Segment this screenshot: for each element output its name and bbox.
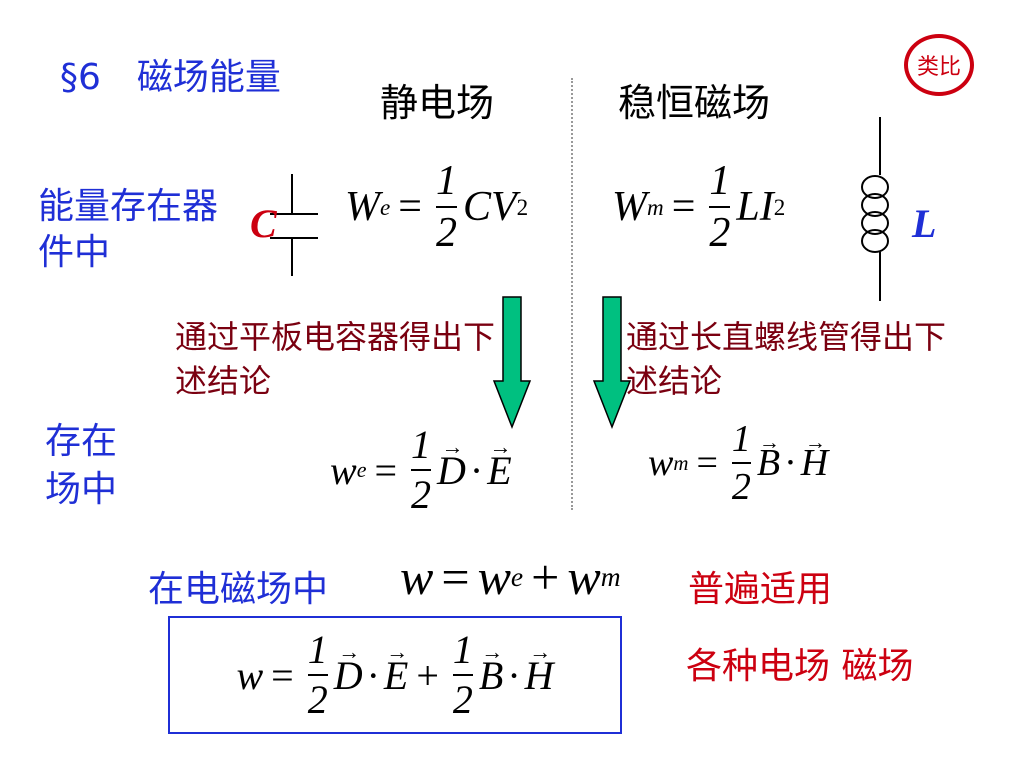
eq-subscript: e [510,561,524,592]
arrow-down-left-icon [492,296,532,430]
equation-electric-density: we = 1 2 D · E [330,425,512,515]
frac-den: 2 [435,210,457,256]
eq-dot: · [784,442,797,484]
analogy-badge-label: 类比 [916,55,961,80]
eq-power: 2 [773,193,786,220]
eq-dot: · [469,447,484,493]
label-universal: 普遍适用 [688,569,833,610]
vector-h: H [801,441,828,485]
eq-subscript: e [356,457,367,482]
vector-b: B [479,652,503,699]
vector-e: E [384,652,408,699]
frac-num: 1 [435,158,457,204]
eq-subscript: m [647,193,664,220]
eq-symbol: w [236,652,264,698]
column-header-electric: 静电场 [380,81,495,125]
general-formula-box: w = 1 2 D · E + 1 2 B · H [168,616,622,734]
section-title: §6 磁场能量 [60,57,281,98]
note-capacitor: 通过平板电容器得出下述结论 [175,318,496,400]
inductor-label: L [912,201,937,246]
eq-subscript: e [380,193,391,220]
vector-h: H [525,652,554,699]
eq-symbol: w [477,549,511,605]
vector-d: D [334,652,363,699]
inductor-symbol [861,117,889,301]
column-header-magnetic: 稳恒磁场 [618,81,771,125]
frac-den: 2 [731,466,751,508]
equation-magnetic-density: wm = 1 2 B · H [648,420,828,506]
capacitor-label: C [250,201,277,246]
eq-dot: · [507,652,521,698]
eq-symbol: W [612,184,647,230]
frac-num: 1 [709,158,731,204]
eq-symbol: w [330,447,357,493]
label-energy-in-device: 能量存在器件中 [38,186,219,273]
eq-equals: = [271,652,294,698]
frac-num: 1 [411,422,432,467]
vector-b: B [757,441,780,485]
capacitor-symbol [270,174,318,276]
eq-equals: = [696,442,718,484]
eq-power: 2 [516,193,529,220]
eq-subscript: m [673,450,689,475]
eq-symbol: W [345,184,380,230]
label-energy-in-field: 存在场中 [45,421,118,510]
eq-equals: = [398,184,422,230]
note-solenoid: 通过长直螺线管得出下述结论 [626,318,947,400]
eq-equals: = [441,549,470,605]
analogy-badge: 类比 [904,34,974,96]
frac-num: 1 [452,627,473,672]
eq-symbol: CV [462,184,517,230]
eq-equals: = [671,184,696,230]
eq-dot: · [366,652,380,698]
frac-den: 2 [307,677,328,722]
equation-general: w = 1 2 D · E + 1 2 B · H [236,630,553,720]
eq-plus: + [531,549,560,605]
frac-den: 2 [709,210,731,256]
eq-symbol: w [567,549,601,605]
eq-symbol: LI [736,184,774,230]
eq-plus: + [416,652,439,698]
vector-d: D [437,447,466,494]
eq-symbol: w [648,442,674,484]
vector-e: E [487,447,511,494]
frac-den: 2 [411,472,432,517]
column-divider [571,78,573,510]
eq-symbol: w [400,549,434,605]
frac-num: 1 [731,418,751,460]
label-in-em-field: 在电磁场中 [148,569,329,610]
eq-subscript: m [600,561,621,592]
frac-den: 2 [452,677,473,722]
eq-equals: = [374,447,398,493]
frac-num: 1 [307,627,328,672]
label-all-fields: 各种电场 磁场 [686,646,914,687]
arrow-down-right-icon [592,296,632,430]
